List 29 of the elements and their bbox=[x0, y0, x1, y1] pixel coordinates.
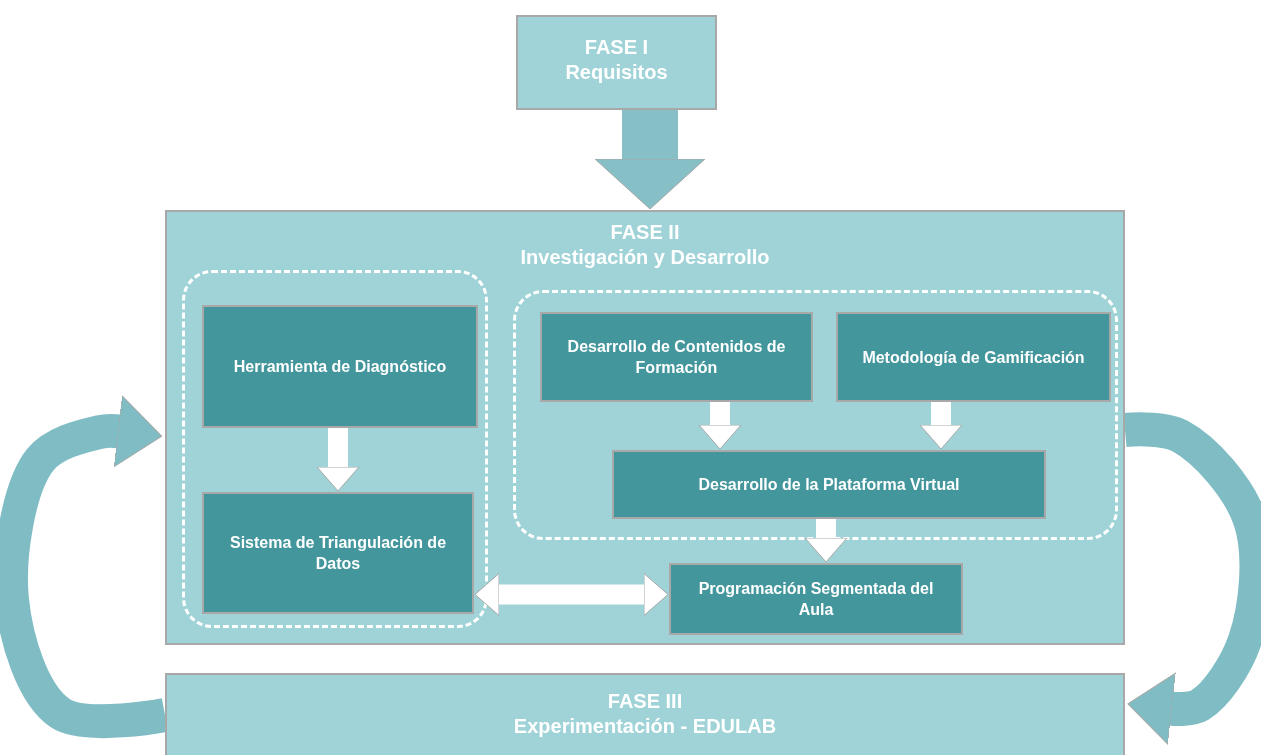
phase-subtitle: Investigación y Desarrollo bbox=[519, 245, 771, 270]
phase-title: FASE II bbox=[609, 220, 681, 245]
phase-title: FASE I bbox=[583, 35, 650, 60]
process-box bbox=[669, 563, 963, 635]
process-box bbox=[202, 492, 474, 614]
phase-box bbox=[165, 673, 1125, 755]
dashed-group-outline bbox=[182, 270, 488, 628]
box-label: Sistema de Triangulación de Datos bbox=[228, 533, 448, 574]
process-box bbox=[202, 305, 478, 428]
box-label: Desarrollo de la Plataforma Virtual bbox=[697, 475, 961, 495]
block-arrow bbox=[594, 110, 706, 210]
dashed-group-outline bbox=[513, 290, 1118, 540]
box-label: Programación Segmentada del Aula bbox=[697, 579, 935, 620]
block-arrow bbox=[919, 402, 963, 450]
process-box bbox=[612, 450, 1046, 519]
block-arrow bbox=[804, 519, 848, 563]
process-box bbox=[540, 312, 813, 402]
block-arrow bbox=[698, 402, 742, 450]
phase-title: FASE III bbox=[606, 689, 684, 714]
phase-box bbox=[516, 15, 717, 110]
process-box bbox=[836, 312, 1111, 402]
box-label: Herramienta de Diagnóstico bbox=[232, 357, 448, 377]
block-arrow bbox=[316, 428, 360, 492]
phase-subtitle: Experimentación - EDULAB bbox=[512, 714, 778, 739]
block-arrow bbox=[474, 573, 669, 616]
phase-subtitle: Requisitos bbox=[564, 60, 669, 85]
box-label: Desarrollo de Contenidos de Formación bbox=[566, 337, 787, 378]
box-label: Metodología de Gamificación bbox=[861, 347, 1086, 368]
phase-box bbox=[165, 210, 1125, 645]
